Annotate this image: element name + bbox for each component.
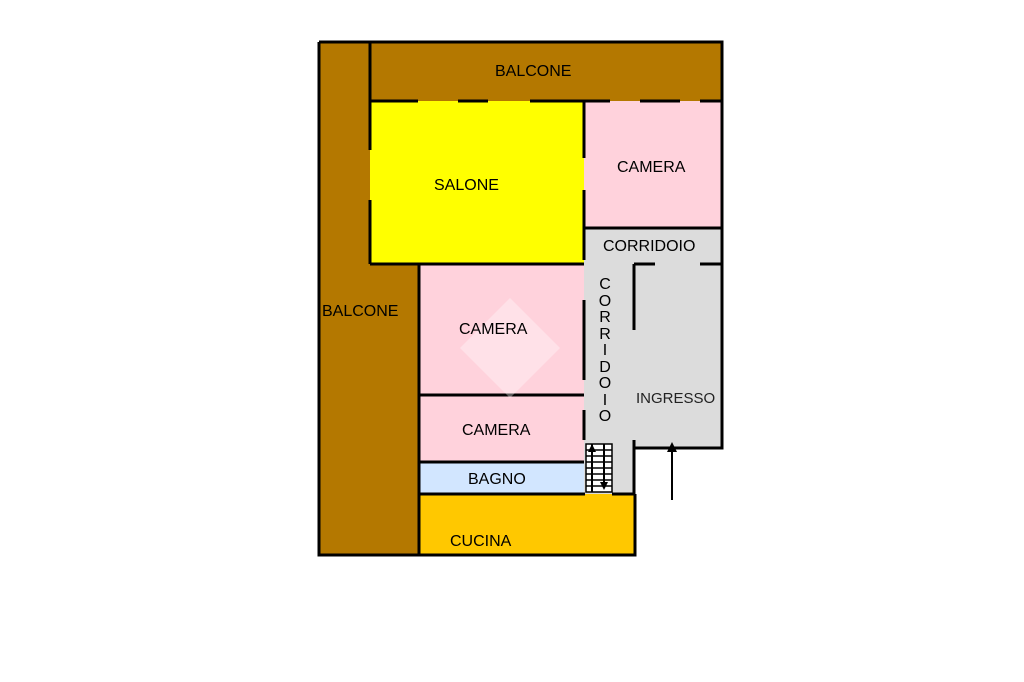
camera-top <box>584 101 722 228</box>
salone <box>370 101 584 264</box>
camera-middle <box>419 264 584 395</box>
camera-middle-label: CAMERA <box>459 321 528 338</box>
corridoio-horizontal-label: CORRIDOIO <box>603 238 696 255</box>
cucina <box>419 494 635 555</box>
camera-top-label: CAMERA <box>617 159 686 176</box>
bagno-label: BAGNO <box>468 471 526 488</box>
balcone-left-label: BALCONE <box>322 303 399 320</box>
ingresso <box>634 264 722 448</box>
camera-lower-label: CAMERA <box>462 422 531 439</box>
corridoio-horizontal <box>584 228 722 264</box>
salone-label: SALONE <box>434 177 499 194</box>
bagno <box>419 462 584 494</box>
balcone-top-label: BALCONE <box>495 63 572 80</box>
watermark-logo <box>460 298 560 398</box>
stairs-up-arrow-icon <box>588 444 596 452</box>
ingresso-label: INGRESSO <box>636 390 716 407</box>
camera-lower <box>419 395 584 462</box>
entrance-arrow-icon <box>667 442 677 500</box>
corridoio-vertical-label: C O R R I D O I O <box>598 276 612 425</box>
cucina-label: CUCINA <box>450 533 512 550</box>
stairs-down-arrow-icon <box>600 482 608 490</box>
